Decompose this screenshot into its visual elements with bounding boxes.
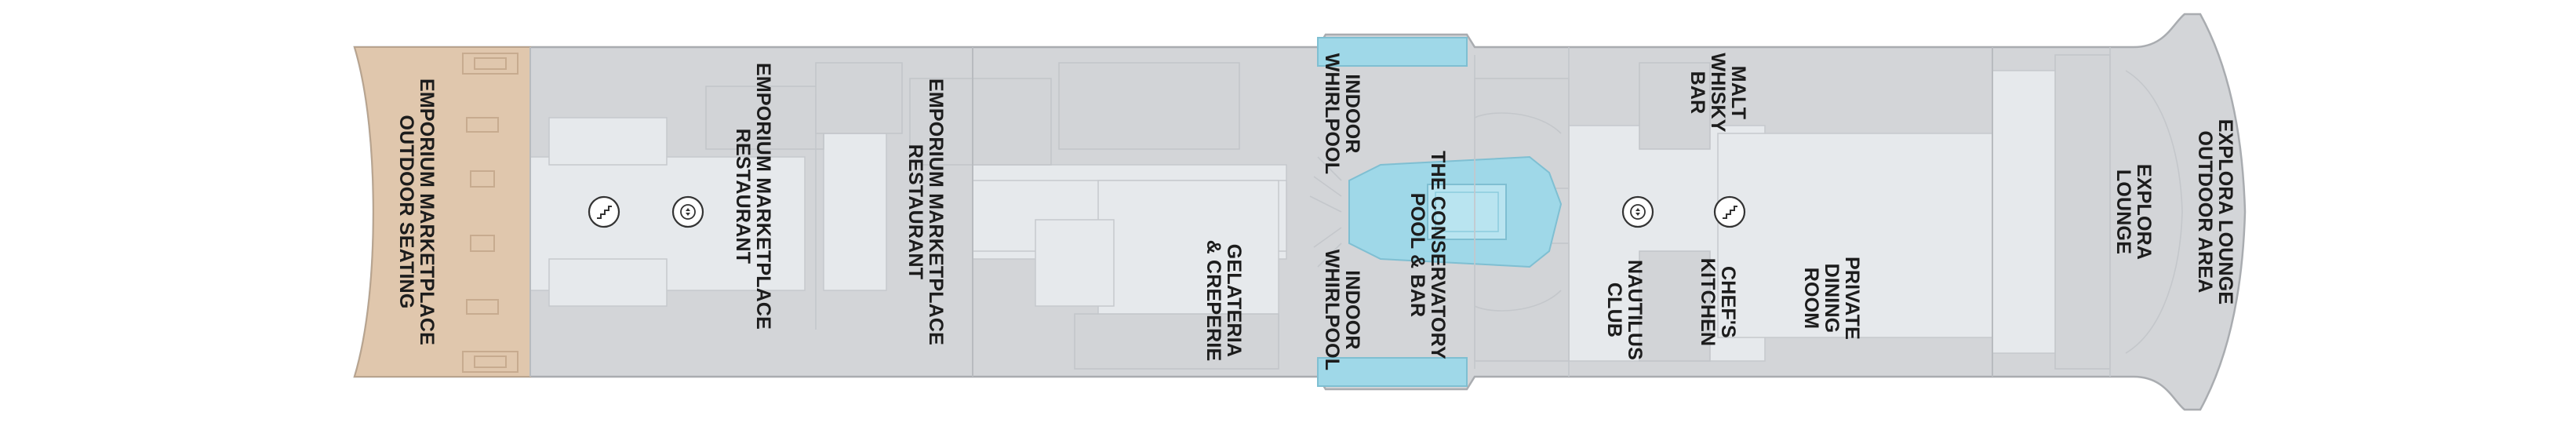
wall-lines — [529, 47, 2183, 377]
label-indoor-whirlpool-bottom: INDOOR WHIRLPOOL — [1321, 249, 1363, 371]
stairs-icon — [588, 195, 620, 228]
label-private-dining-room: PRIVATE DINING ROOM — [1800, 256, 1863, 341]
outdoor-seating-area — [353, 46, 531, 377]
label-emporium-outdoor-seating: EMPORIUM MARKETPLACE OUTDOOR SEATING — [395, 78, 438, 346]
elevator-icon — [1621, 195, 1654, 228]
outdoor-furniture — [462, 53, 518, 373]
label-explora-lounge: EXPLORA LOUNGE — [2112, 163, 2155, 261]
label-indoor-whirlpool-top: INDOOR WHIRLPOOL — [1321, 53, 1363, 175]
whirlpool-top — [1317, 37, 1468, 67]
label-conservatory-pool-bar: THE CONSERVATORY POOL & BAR — [1406, 151, 1449, 359]
interior-rooms — [529, 54, 2111, 370]
label-chefs-kitchen: CHEF'S KITCHEN — [1697, 257, 1739, 347]
label-nautilus-club: NAUTILUS CLUB — [1603, 260, 1646, 360]
elevator-icon — [671, 195, 704, 228]
label-emporium-restaurant-aft: EMPORIUM MARKETPLACE RESTAURANT — [732, 62, 774, 330]
label-explora-lounge-outdoor-area: EXPLORA LOUNGE OUTDOOR AREA — [2194, 119, 2236, 305]
service-areas — [705, 62, 1711, 370]
pool-area — [1317, 37, 1563, 387]
stairs-icon — [1713, 195, 1746, 228]
label-emporium-restaurant-mid: EMPORIUM MARKETPLACE RESTAURANT — [904, 78, 947, 346]
label-malt-whisky-bar: MALT WHISKY BAR — [1686, 53, 1749, 133]
label-gelateria-creperie: GELATERIA & CREPERIE — [1202, 239, 1245, 362]
whirlpool-bottom — [1317, 357, 1468, 387]
